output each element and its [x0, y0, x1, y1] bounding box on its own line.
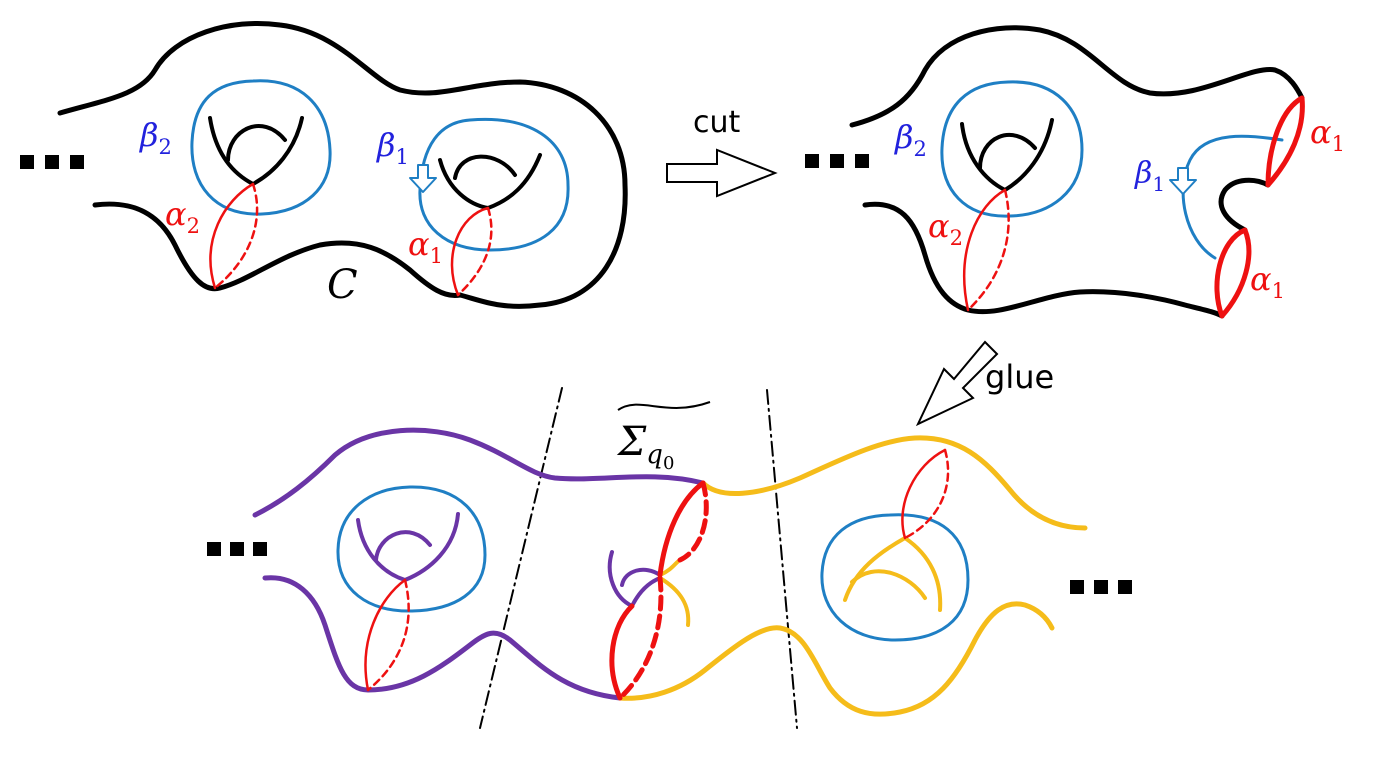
beta-1-label-cut: β1 [1134, 156, 1165, 196]
yellow-top-boundary [700, 435, 1088, 531]
yellow-hole-bottom [850, 569, 927, 600]
surface-cut-hole-top [960, 118, 1054, 192]
glue-label: glue [985, 358, 1054, 396]
surface-cut-top-boundary [849, 25, 1305, 128]
beta-2-label-cut: β2 [894, 118, 927, 161]
surface-cut-notch [1218, 177, 1271, 233]
cut-arrow-icon [666, 148, 778, 198]
alpha-2-label-top: α2 [165, 195, 200, 238]
alpha-2-curve-cover-hidden [366, 578, 410, 692]
alpha-1-curve-cover-right-hidden [903, 448, 950, 540]
twist-arrow-icon-top [409, 164, 437, 193]
alpha-1-seam-upper-hidden [677, 480, 709, 563]
surface-c-hole-right-top [438, 153, 542, 210]
yellow-partial-hole [658, 576, 691, 627]
yellow-bottom-boundary [617, 601, 1055, 717]
ellipsis-icon-bottom-right [1070, 580, 1132, 594]
surface-c-hole-left-bottom [226, 124, 287, 162]
cover-surface [252, 387, 1088, 729]
purple-partial-hole-lower [620, 567, 662, 587]
beta-1-arc-cut [1181, 134, 1284, 260]
purple-bottom-boundary [262, 575, 623, 701]
cut-label: cut [693, 105, 741, 140]
ellipsis-icon-top-left [20, 155, 84, 169]
alpha-2-curve-cut [963, 188, 1007, 312]
alpha-1-boundary-upper [1265, 95, 1305, 188]
alpha-1-curve-cover-right [901, 448, 947, 540]
alpha-1-label-cut-lower: α1 [1250, 260, 1285, 303]
glue-arrow-icon [915, 340, 999, 427]
purple-hole-bottom [374, 530, 432, 562]
surface-c [57, 20, 628, 309]
alpha-1-label-top: α1 [408, 225, 443, 268]
sigma-label: Σq0 [616, 419, 674, 474]
alpha-1-seam-lower-hidden [617, 575, 664, 701]
purple-hole-top [356, 512, 460, 582]
alpha-2-curve-top-hidden [213, 182, 259, 290]
surface-cut-bottom-boundary [862, 201, 1225, 319]
alpha-1-boundary-lower [1214, 227, 1252, 319]
twist-arrow-icon-cut [1169, 167, 1197, 195]
alpha-2-label-cut: α2 [928, 207, 963, 250]
ellipsis-icon-top-right [805, 154, 869, 168]
surface-c-top-boundary [57, 20, 628, 309]
purple-top-boundary [252, 427, 706, 518]
alpha-1-seam-upper [657, 480, 706, 578]
surface-c-bottom-boundary [92, 201, 463, 299]
alpha-1-curve-top [450, 206, 490, 297]
alpha-1-seam-lower [609, 603, 635, 701]
surface-cut [849, 25, 1305, 319]
alpha-2-curve-cut-hidden [966, 188, 1010, 312]
beta-1-label-top: β1 [376, 126, 409, 169]
alpha-2-curve-top [209, 182, 255, 290]
purple-partial-hole [607, 550, 662, 608]
beta-2-curve-top [190, 79, 332, 216]
surface-c-hole-right-bottom [453, 154, 517, 180]
surface-cut-hole-bottom [978, 132, 1037, 170]
alpha-1-label-cut-upper: α1 [1310, 113, 1345, 156]
sheet-separator-left [479, 387, 563, 729]
beta-2-label-top: β2 [139, 116, 172, 159]
beta-1-curve-top [418, 117, 570, 252]
alpha-1-curve-top-hidden [456, 206, 493, 297]
beta-2-curve-cut [940, 80, 1084, 218]
beta-2-curve-cover [336, 485, 487, 613]
sheet-separator-right [766, 389, 798, 729]
curve-c-label: C [327, 262, 358, 308]
tilde-icon [617, 401, 711, 411]
beta-curve-cover-right [820, 513, 970, 642]
alpha-2-curve-cover [364, 578, 407, 692]
ellipsis-icon-bottom-left [207, 542, 267, 556]
